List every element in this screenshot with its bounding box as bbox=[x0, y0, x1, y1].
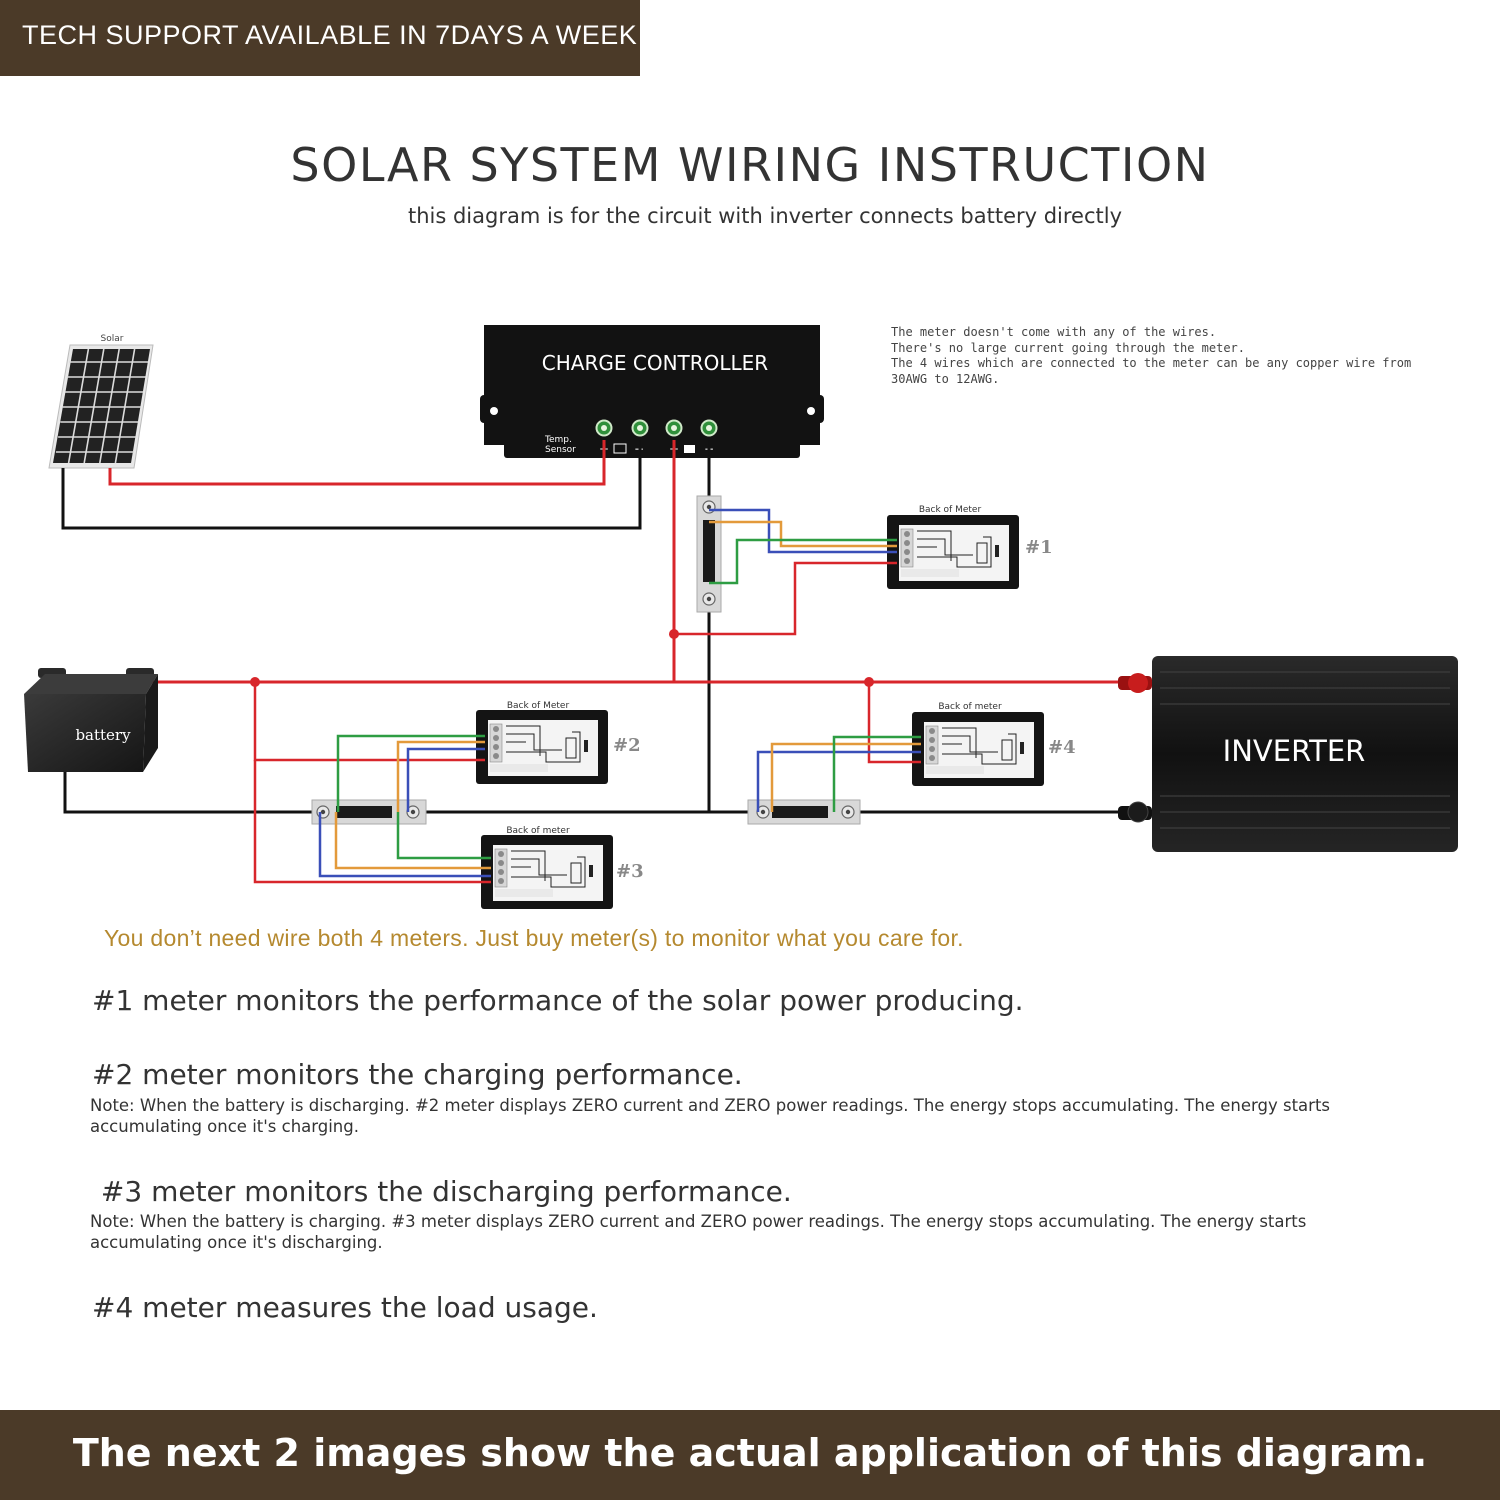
inverter-label: INVERTER bbox=[1223, 734, 1366, 768]
meter-2 bbox=[475, 709, 609, 785]
shunt-4 bbox=[747, 799, 861, 825]
inverter-negative-terminal bbox=[1127, 801, 1149, 823]
battery-label: battery bbox=[75, 726, 131, 744]
meter-1-back-label: Back of Meter bbox=[919, 505, 982, 515]
meter-3-note: Note: When the battery is charging. #3 m… bbox=[90, 1212, 1307, 1252]
panel-symbol-icon bbox=[613, 443, 627, 454]
meter-2-3-wires bbox=[253, 682, 491, 884]
meter-wire-note: The meter doesn't come with any of the w… bbox=[891, 325, 1451, 387]
meter-4-number: #4 bbox=[1048, 737, 1076, 758]
meter-3 bbox=[480, 834, 614, 910]
battery-symbol-icon bbox=[684, 445, 695, 453]
meter-note-line-4: 30AWG to 12AWG. bbox=[891, 371, 1000, 386]
meter-note-line-3: The 4 wires which are connected to the m… bbox=[891, 356, 1412, 370]
inverter: INVERTER bbox=[1118, 656, 1458, 852]
meter-2-heading: #2 meter monitors the charging performan… bbox=[92, 1058, 743, 1091]
meter-2-note: Note: When the battery is discharging. #… bbox=[90, 1096, 1331, 1136]
controller-terminal-battery-negative bbox=[700, 419, 718, 437]
page-subtitle: this diagram is for the circuit with inv… bbox=[407, 204, 1123, 228]
controller-terminal-pv-negative bbox=[631, 419, 649, 437]
meter-4-back-label: Back of meter bbox=[938, 702, 1002, 712]
meter-4-heading: #4 meter measures the load usage. bbox=[92, 1291, 598, 1324]
inverter-positive-terminal bbox=[1128, 673, 1148, 693]
controller-label: CHARGE CONTROLLER bbox=[542, 351, 769, 375]
meter-4 bbox=[911, 711, 1045, 787]
charge-controller: CHARGE CONTROLLER Temp. Sensor + − + − bbox=[480, 325, 824, 458]
wiring-diagram: Solar CHARGE CONTROLLER Temp. Sensor + −… bbox=[24, 325, 1458, 910]
meter-1 bbox=[886, 514, 1020, 590]
meter-2-back-label: Back of Meter bbox=[507, 701, 570, 711]
meter-2-number: #2 bbox=[613, 735, 641, 756]
controller-terminal-pv-positive bbox=[595, 419, 613, 437]
battery: battery bbox=[24, 668, 158, 772]
controller-terminal-battery-positive bbox=[665, 419, 683, 437]
solar-panel: Solar bbox=[48, 334, 154, 469]
meter-1-heading: #1 meter monitors the performance of the… bbox=[92, 984, 1024, 1017]
bottom-banner: The next 2 images show the actual applic… bbox=[0, 1410, 1500, 1500]
junction-dots bbox=[250, 629, 874, 687]
top-banner: TECH SUPPORT AVAILABLE IN 7DAYS A WEEK bbox=[0, 0, 640, 76]
shunt-1 bbox=[696, 495, 722, 613]
meter-note-line-2: There's no large current going through t… bbox=[891, 340, 1246, 355]
meter-4-wires bbox=[756, 682, 921, 812]
meter-purchase-tip: You don’t need wire both 4 meters. Just … bbox=[104, 925, 964, 951]
meter-note-line-1: The meter doesn't come with any of the w… bbox=[891, 325, 1217, 339]
solar-label: Solar bbox=[101, 334, 124, 344]
meter-1-wires bbox=[674, 508, 897, 636]
meter-3-back-label: Back of meter bbox=[506, 826, 570, 836]
meter-1-number: #1 bbox=[1025, 537, 1053, 558]
temp-sensor-label-2: Sensor bbox=[545, 445, 576, 455]
meter-3-number: #3 bbox=[616, 861, 644, 882]
meter-3-heading: #3 meter monitors the discharging perfor… bbox=[92, 1175, 792, 1208]
page-title: SOLAR SYSTEM WIRING INSTRUCTION bbox=[290, 138, 1210, 192]
temp-sensor-label-1: Temp. bbox=[544, 435, 572, 445]
